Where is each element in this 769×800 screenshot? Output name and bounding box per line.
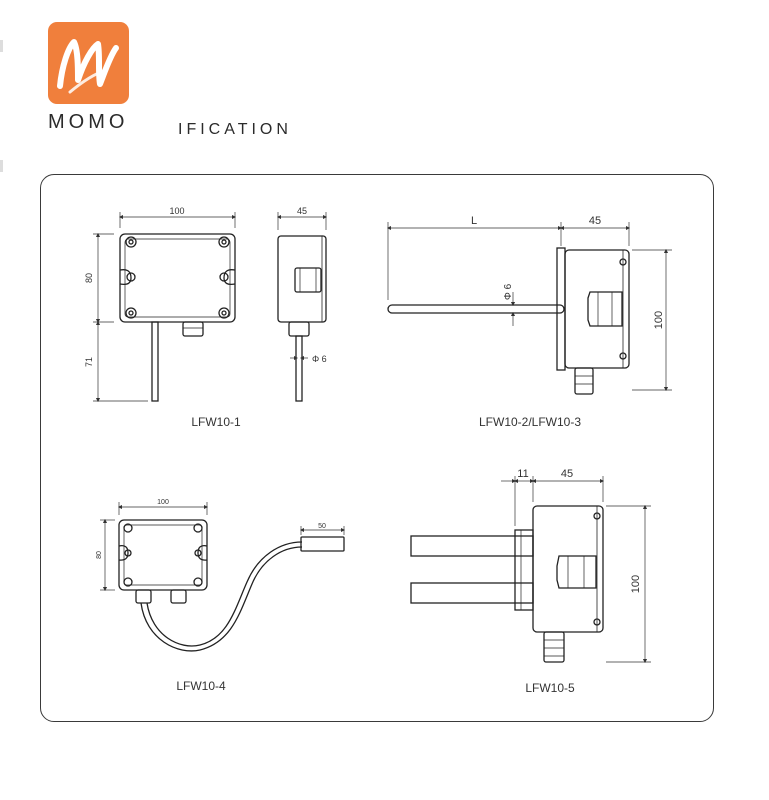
edge-mark xyxy=(0,160,3,172)
lfw10-4-sensor-width-label: 50 xyxy=(318,523,326,530)
lfw10-5-flange-label: 11 xyxy=(517,468,528,480)
lfw10-1-side-view xyxy=(277,235,327,402)
lfw10-2-caption: LFW10-2/LFW10-3 xyxy=(479,415,581,429)
lfw10-1-dimensions xyxy=(93,212,237,403)
lfw10-4-drawing xyxy=(118,519,345,652)
lfw10-1-caption: LFW10-1 xyxy=(191,415,241,429)
page-title: IFICATION xyxy=(178,121,292,138)
lfw10-5-height-label: 100 xyxy=(630,575,642,593)
lfw10-2-dimensions xyxy=(386,222,672,392)
lfw10-2-width-label: 45 xyxy=(589,215,601,227)
diagram-frame xyxy=(40,174,714,722)
lfw10-1-probe-length-label: 71 xyxy=(84,357,94,367)
lfw10-1-height-label: 80 xyxy=(84,273,94,283)
lfw10-4-width-label: 100 xyxy=(157,499,169,506)
lfw10-4-dimensions xyxy=(100,502,346,592)
lfw10-4-height-label: 80 xyxy=(96,551,103,559)
lfw10-2-length-label: L xyxy=(471,215,477,227)
lfw10-5-width-label: 45 xyxy=(561,468,573,480)
lfw10-5-dimensions xyxy=(501,476,651,664)
lfw10-1-side-width-label: 45 xyxy=(297,206,307,216)
lfw10-1-width-label: 100 xyxy=(169,206,184,216)
lfw10-1-diameter-label: Φ 6 xyxy=(312,354,327,364)
logo-text: MOMO xyxy=(48,111,129,133)
logo-m-icon xyxy=(48,22,129,104)
lfw10-1-side-dimensions xyxy=(276,212,328,361)
lfw10-5-caption: LFW10-5 xyxy=(525,681,575,695)
lfw10-5-drawing xyxy=(410,505,604,663)
brand-logo xyxy=(48,22,129,104)
lfw10-2-drawing xyxy=(387,247,630,395)
lfw10-2-height-label: 100 xyxy=(653,311,665,329)
lfw10-1-front-view xyxy=(119,233,236,402)
edge-mark xyxy=(0,40,3,52)
lfw10-2-diameter-label: Φ 6 xyxy=(503,283,514,300)
lfw10-4-caption: LFW10-4 xyxy=(176,679,226,693)
